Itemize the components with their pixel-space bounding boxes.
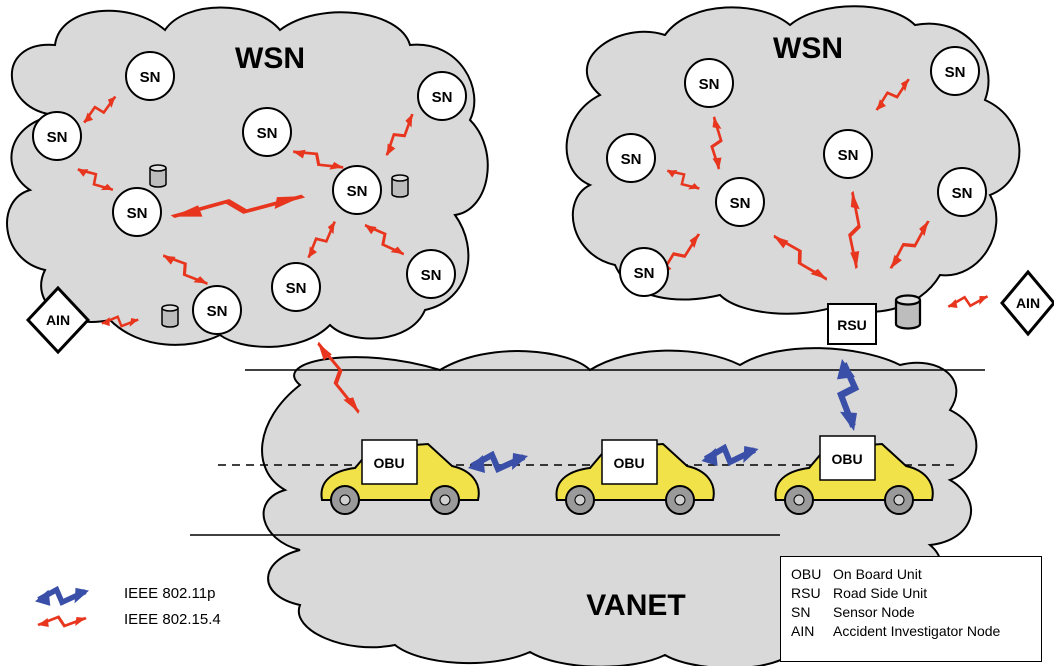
rsu-node: RSU — [827, 303, 877, 345]
wsn-left-title: WSN — [235, 42, 305, 75]
ieee-802154-icon — [36, 615, 88, 629]
vanet-title: VANET — [586, 589, 685, 622]
svg-text:SN: SN — [257, 125, 278, 142]
svg-text:SN: SN — [47, 129, 68, 146]
sensor-node: SN — [406, 249, 456, 299]
sensor-node: SN — [332, 165, 382, 215]
database-icon — [161, 304, 179, 328]
sensor-node: SN — [242, 107, 292, 157]
ieee-80211p-label: IEEE 802.11p — [124, 585, 216, 602]
sensor-node: SN — [606, 133, 656, 183]
database-icon — [149, 164, 167, 188]
svg-text:SN: SN — [286, 280, 307, 297]
svg-text:SN: SN — [347, 183, 368, 200]
obu-label: OBU — [831, 451, 862, 467]
sensor-node: SN — [715, 177, 765, 227]
link-red — [946, 293, 990, 311]
svg-text:SN: SN — [838, 147, 859, 164]
database-icon — [391, 174, 409, 198]
svg-text:SN: SN — [432, 89, 453, 106]
obu-label: OBU — [613, 455, 644, 471]
sensor-node: SN — [417, 71, 467, 121]
svg-text:SN: SN — [634, 265, 655, 282]
wsn-cloud-left — [6, 6, 489, 348]
svg-text:SN: SN — [699, 76, 720, 93]
sensor-node: SN — [192, 285, 242, 335]
sensor-node: SN — [937, 167, 987, 217]
sensor-node: SN — [271, 262, 321, 312]
database-icon — [894, 294, 922, 330]
sensor-node: SN — [112, 187, 162, 237]
wsn-right-title: WSN — [773, 32, 843, 65]
svg-text:SN: SN — [945, 64, 966, 81]
obu-label: OBU — [373, 455, 404, 471]
vehicle: OBU — [320, 439, 480, 515]
sensor-node: SN — [32, 111, 82, 161]
sensor-node: SN — [823, 129, 873, 179]
svg-text:SN: SN — [207, 303, 228, 320]
svg-text:SN: SN — [421, 267, 442, 284]
sensor-node: SN — [930, 46, 980, 96]
ieee-802154-label: IEEE 802.15.4 — [124, 611, 221, 628]
ain-node: AIN — [25, 285, 91, 355]
sensor-node: SN — [619, 247, 669, 297]
sensor-node: SN — [684, 58, 734, 108]
ieee-80211p-icon — [35, 588, 89, 606]
svg-text:SN: SN — [621, 151, 642, 168]
svg-text:RSU: RSU — [837, 317, 867, 333]
svg-text:AIN: AIN — [1016, 295, 1040, 311]
svg-text:SN: SN — [952, 185, 973, 202]
vehicle: OBU — [555, 439, 715, 515]
road — [190, 369, 985, 536]
svg-text:SN: SN — [140, 69, 161, 86]
svg-text:AIN: AIN — [46, 312, 70, 328]
ain-node: AIN — [1000, 269, 1054, 337]
vehicle: OBU — [774, 435, 934, 515]
svg-text:SN: SN — [730, 195, 751, 212]
sensor-node: SN — [125, 51, 175, 101]
svg-text:SN: SN — [127, 205, 148, 222]
